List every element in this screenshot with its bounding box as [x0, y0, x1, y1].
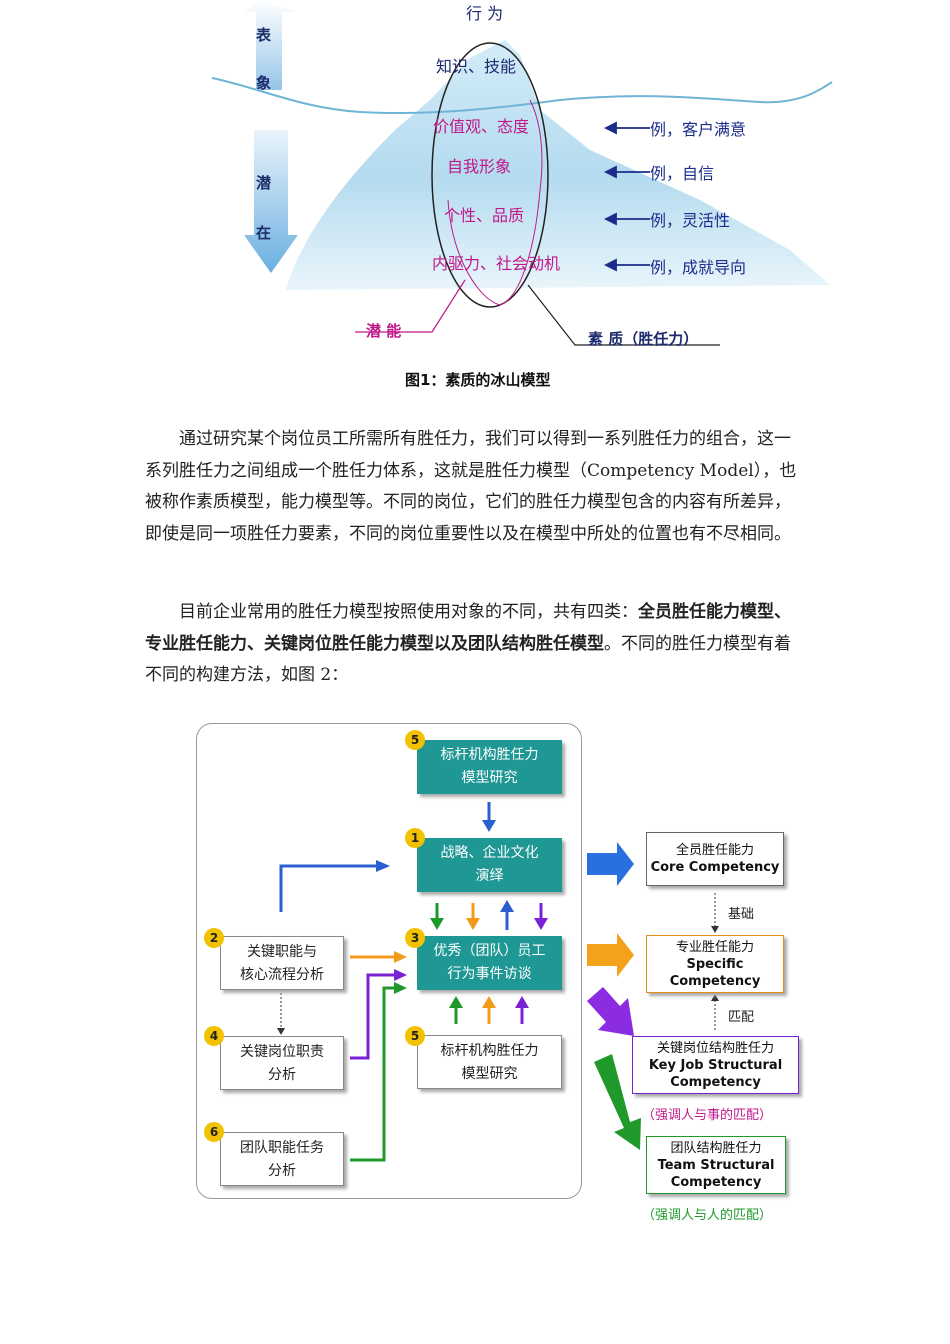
team-cn: 团队结构胜任力	[670, 1141, 762, 1156]
benchmark-study-top-box: 标杆机构胜任力 模型研究	[417, 740, 562, 794]
example-flexibility: 例，灵活性	[650, 211, 731, 230]
badge-4: 4	[204, 1026, 224, 1046]
paragraph-competency-model: 通过研究某个岗位员工所需所有胜任力，我们可以得到一系列胜任力的组合，这一系列胜任…	[145, 424, 805, 550]
output-arrow-blue	[587, 842, 634, 886]
key-job-en1: Key Job Structural	[648, 1058, 783, 1073]
strategy-culture-box: 战略、企业文化 演绎	[417, 838, 562, 892]
team-task-line1: 团队职能任务	[240, 1140, 324, 1156]
note-person-task: （强调人与事的匹配）	[642, 1108, 773, 1123]
badge-5-bottom: 5	[405, 1026, 425, 1046]
latent-label-2: 在	[256, 224, 272, 242]
benchmark-bottom-line2: 模型研究	[461, 1066, 518, 1082]
key-function-line2: 核心流程分析	[240, 967, 324, 983]
surface-label-1: 表	[256, 26, 272, 44]
iceberg-ellipse	[431, 42, 549, 308]
layer-knowledge-skill: 知识、技能	[436, 57, 517, 76]
layer-motive: 内驱力、社会动机	[432, 254, 561, 273]
waterline	[211, 77, 833, 115]
key-duty-box: 关键岗位职责 分析	[220, 1036, 344, 1090]
key-duty-line2: 分析	[268, 1067, 296, 1083]
specific-en2: Competency	[669, 974, 761, 989]
key-function-box: 关键职能与 核心流程分析	[220, 936, 344, 990]
badge-3: 3	[405, 928, 425, 948]
latent-arrow	[244, 130, 298, 273]
interview-line2: 行为事件访谈	[447, 966, 532, 982]
iceberg-shape	[286, 40, 830, 290]
potential-label: 潜 能	[366, 322, 402, 340]
benchmark-study-bottom-box: 标杆机构胜任力 模型研究	[417, 1035, 562, 1089]
team-en2: Competency	[670, 1175, 762, 1190]
strategy-line1: 战略、企业文化	[440, 845, 539, 861]
core-en: Core Competency	[650, 860, 780, 875]
badge-6: 6	[204, 1122, 224, 1142]
output-arrow-purple	[587, 987, 634, 1036]
output-arrow-orange	[587, 933, 634, 977]
example-customer: 例，客户满意	[650, 120, 747, 139]
key-duty-line1: 关键岗位职责	[240, 1044, 324, 1060]
benchmark-bottom-line1: 标杆机构胜任力	[440, 1043, 539, 1059]
team-competency-box: 团队结构胜任力 Team Structural Competency	[646, 1136, 786, 1194]
benchmark-top-line1: 标杆机构胜任力	[440, 747, 539, 763]
core-cn: 全员胜任能力	[675, 843, 754, 858]
note-person-person: （强调人与人的匹配）	[642, 1208, 773, 1223]
surface-arrow	[244, 0, 296, 90]
example-achievement: 例，成就导向	[650, 258, 747, 277]
paragraph1-text: 通过研究某个岗位员工所需所有胜任力，我们可以得到一系列胜任力的组合，这一系列胜任…	[145, 429, 797, 544]
paragraph2-tail: 。不同的胜任力模型有着不同的构建方法，如图 2：	[145, 633, 791, 686]
badge-1: 1	[405, 828, 425, 848]
layer-values-attitude: 价值观、态度	[433, 117, 530, 136]
paragraph-model-types: 目前企业常用的胜任力模型按照使用对象的不同，共有四类：全员胜任能力模型、专业胜任…	[145, 597, 805, 692]
layer-self-image: 自我形象	[447, 157, 512, 176]
badge-5-top: 5	[405, 730, 425, 750]
specific-cn: 专业胜任能力	[675, 940, 754, 955]
badge-2: 2	[204, 928, 224, 948]
key-job-en2: Competency	[670, 1075, 761, 1090]
team-en1: Team Structural	[657, 1158, 775, 1173]
behavior-label: 行 为	[466, 4, 504, 23]
paragraph2-bold: 全员胜任能力模型、专业胜任能力、关键岗位胜任能力模型以及团队结构胜任模型	[145, 602, 791, 654]
core-competency-box: 全员胜任能力 Core Competency	[646, 832, 784, 886]
relation-match: 匹配	[728, 1010, 755, 1025]
key-job-competency-box: 关键岗位结构胜任力 Key Job Structural Competency	[632, 1036, 799, 1094]
paragraph2-lead: 目前企业常用的胜任力模型按照使用对象的不同，共有四类：	[179, 602, 638, 622]
figure1-caption: 图1：素质的冰山模型	[405, 371, 551, 389]
key-function-line1: 关键职能与	[247, 944, 317, 960]
quality-label: 素 质（胜任力）	[588, 330, 699, 348]
specific-en1: Specific	[686, 957, 744, 972]
behavior-interview-box: 优秀（团队）员工 行为事件访谈	[417, 936, 562, 990]
specific-competency-box: 专业胜任能力 Specific Competency	[646, 935, 784, 993]
latent-label-1: 潜	[256, 174, 272, 192]
example-confidence: 例，自信	[650, 164, 715, 183]
interview-line1: 优秀（团队）员工	[433, 943, 546, 959]
strategy-line2: 演绎	[475, 868, 504, 884]
iceberg-graphic	[211, 0, 833, 346]
iceberg-figure: 行 为 表 象 潜 在 知识、技能 价值观、态度 自我形象 个性、品质 内驱力、…	[0, 0, 950, 400]
benchmark-top-line2: 模型研究	[461, 770, 518, 786]
key-job-cn: 关键岗位结构胜任力	[656, 1041, 774, 1056]
team-task-line2: 分析	[268, 1163, 296, 1179]
layer-personality: 个性、品质	[444, 206, 525, 225]
relation-basis: 基础	[728, 907, 755, 922]
team-task-box: 团队职能任务 分析	[220, 1132, 344, 1186]
surface-label-2: 象	[256, 74, 272, 92]
